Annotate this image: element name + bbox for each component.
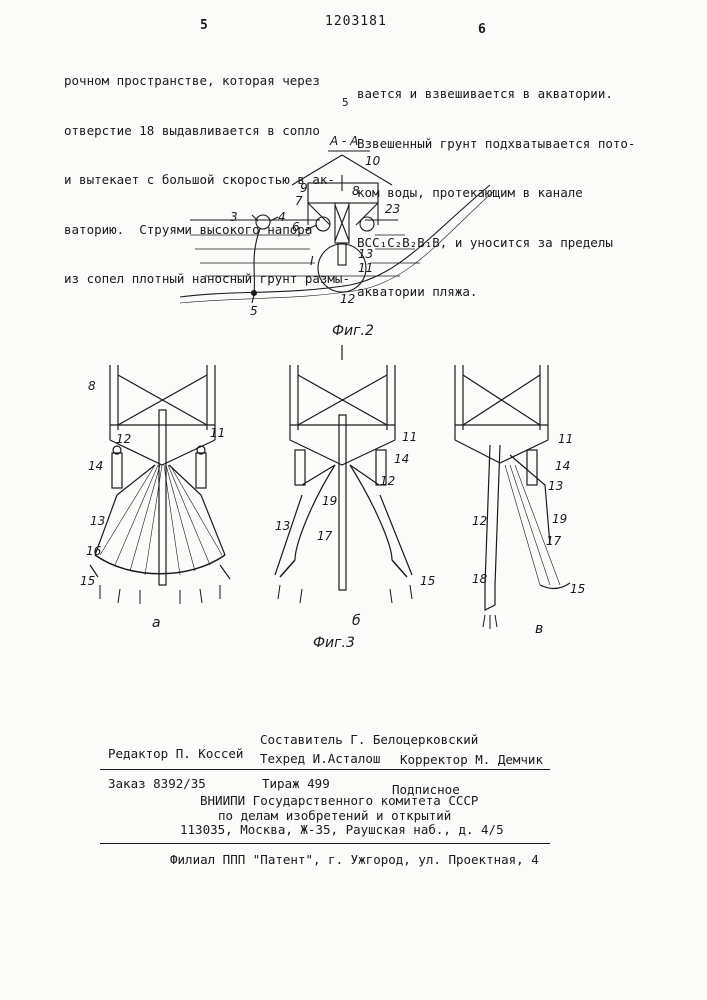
compiler: Составитель Г. Белоцерковский	[260, 732, 478, 747]
callout: 8	[352, 184, 360, 198]
callout: 11	[210, 426, 225, 440]
callout: 19	[552, 512, 567, 526]
callout: 13	[90, 514, 105, 528]
callout: 11	[358, 261, 373, 275]
callout: 13	[358, 247, 373, 261]
callout: 14	[88, 459, 103, 473]
callout: 19	[322, 494, 337, 508]
callout: 16	[86, 544, 102, 558]
figure-caption: Фиг.3	[313, 635, 355, 651]
panel-letter: б	[352, 613, 361, 629]
callout: 15	[80, 574, 95, 588]
branch: Филиал ППП "Патент", г. Ужгород, ул. Про…	[170, 852, 539, 867]
callout: 10	[365, 154, 381, 168]
address: 113035, Москва, Ж-35, Раушская наб., д. …	[180, 822, 504, 837]
figure-3-drawing: 8 12 11 14 13 16 15 а 11 14 12 19 13 17 …	[80, 345, 600, 670]
callout: 12	[116, 432, 131, 446]
callout: 15	[420, 574, 435, 588]
callout: 18	[472, 572, 488, 586]
line-marker: 5	[342, 96, 349, 109]
callout: 9	[300, 181, 308, 195]
panel-a	[90, 365, 230, 604]
callout: 11	[402, 430, 417, 444]
organization-sub: по делам изобретений и открытий	[218, 808, 451, 823]
callout: 13	[275, 519, 290, 533]
page-number-right: 6	[478, 22, 486, 37]
corrector: Корректор М. Демчик	[400, 752, 543, 767]
callout: 17	[317, 529, 333, 543]
callout: I	[310, 254, 314, 268]
callout: 12	[380, 474, 395, 488]
text-line: рочном пространстве, которая через	[64, 73, 350, 90]
patent-number: 1203181	[325, 14, 387, 29]
callout: 13	[548, 479, 563, 493]
divider	[100, 769, 550, 770]
callout: 15	[570, 582, 585, 596]
panel-letter: в	[535, 621, 543, 637]
order: Заказ 8392/35	[108, 776, 206, 791]
callout: 14	[555, 459, 570, 473]
callout: 12	[472, 514, 487, 528]
callout: 11	[558, 432, 573, 446]
techred: Техред И.Асталош	[260, 751, 380, 766]
editor: Редактор П. Коссей	[108, 746, 243, 761]
callout: 8	[88, 379, 96, 393]
page-number-left: 5	[200, 18, 208, 33]
section-label: А - А	[329, 134, 358, 148]
divider	[100, 843, 550, 844]
callout: 5	[250, 304, 258, 318]
text-line: вается и взвешивается в акватории.	[357, 86, 635, 103]
callout: 14	[394, 452, 409, 466]
figure-caption: Фиг.2	[332, 323, 374, 339]
callout: 23	[385, 202, 400, 216]
panel-letter: а	[152, 615, 161, 631]
callout: 3	[230, 210, 238, 224]
callout: 6	[292, 220, 300, 234]
figure-2-drawing: А - А 10 9 8 7 6 23 3 4 I 13 11 5 12 Фиг…	[170, 125, 510, 350]
panel-c	[455, 365, 570, 629]
organization: ВНИИПИ Государственного комитета СССР	[200, 793, 478, 808]
callout: 7	[295, 194, 303, 208]
circulation: Тираж 499	[262, 776, 330, 791]
callout: 12	[340, 292, 355, 306]
callout: 17	[546, 534, 562, 548]
callout: 4	[278, 210, 286, 224]
